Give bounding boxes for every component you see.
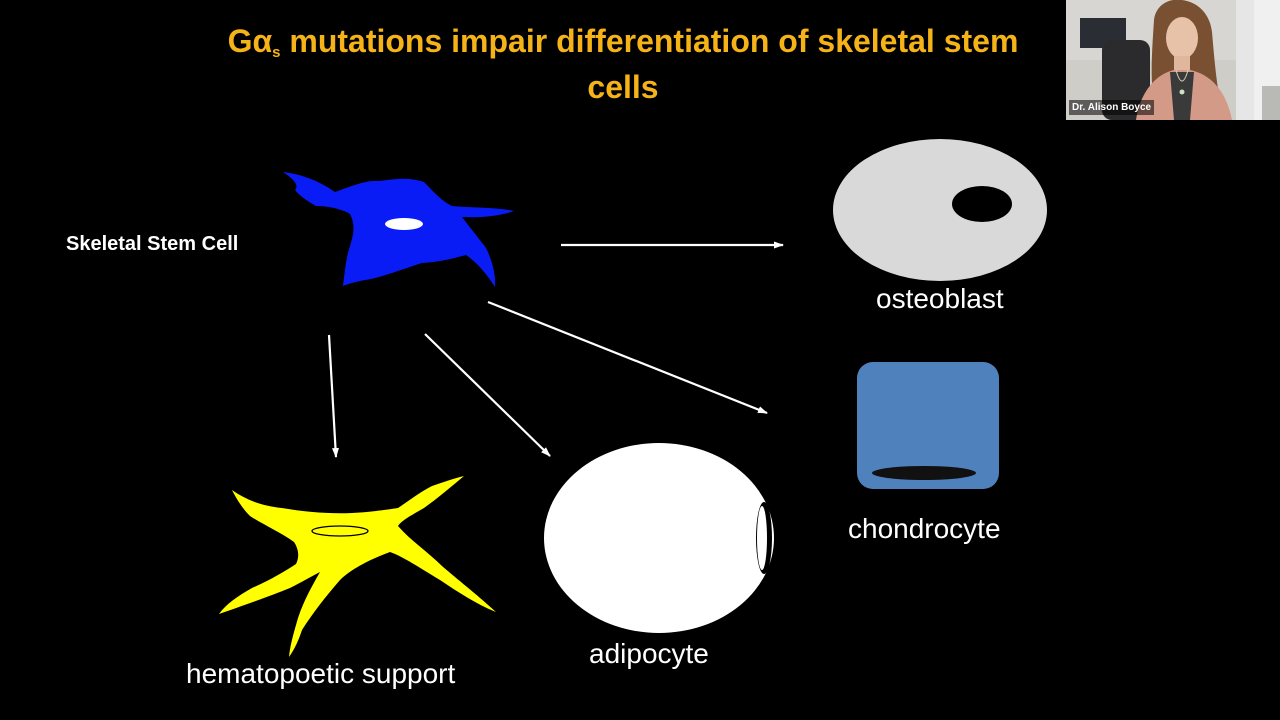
osteoblast-body	[833, 139, 1047, 281]
chondrocyte-nucleus	[872, 466, 976, 480]
adipocyte-body	[544, 443, 774, 633]
adipocyte-shape	[544, 443, 774, 633]
speaker-webcam[interactable]: Dr. Alison Boyce	[1066, 0, 1280, 120]
skeletal-stem-cell-shape	[283, 172, 514, 287]
chondrocyte-shape	[857, 362, 999, 489]
label-chondrocyte: chondrocyte	[848, 513, 1001, 545]
arrow-to-chondrocyte	[488, 302, 767, 413]
label-adipocyte: adipocyte	[589, 638, 709, 670]
speaker-name-tag: Dr. Alison Boyce	[1069, 100, 1154, 115]
osteoblast-shape	[833, 139, 1047, 281]
adipocyte-nucleus-highlight	[757, 506, 767, 570]
label-skeletal-stem-cell: Skeletal Stem Cell	[66, 233, 238, 256]
label-hematopoetic-support: hematopoetic support	[186, 658, 455, 690]
hematopoetic-cell-body	[219, 476, 496, 657]
arrow-to-hematopoetic	[329, 335, 336, 457]
stem-cell-nucleus	[385, 218, 423, 230]
hematopoetic-support-shape	[219, 476, 496, 657]
label-osteoblast: osteoblast	[876, 283, 1004, 315]
arrow-to-adipocyte	[425, 334, 550, 456]
osteoblast-nucleus	[952, 186, 1012, 222]
